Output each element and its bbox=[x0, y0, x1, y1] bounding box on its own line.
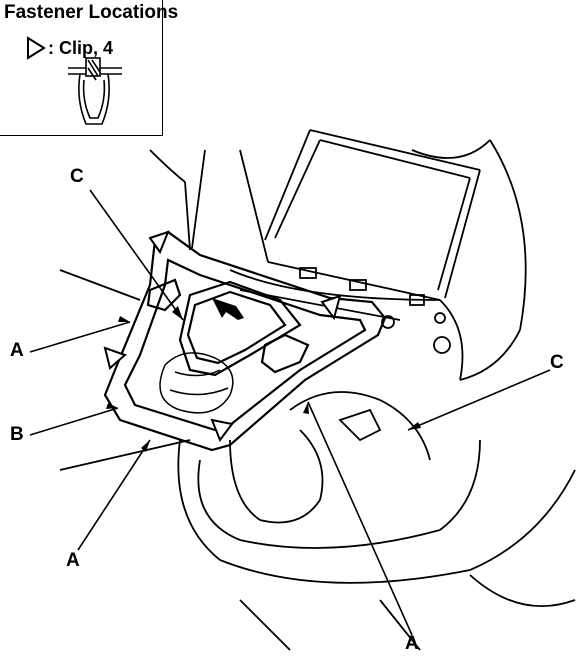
triangle-outline-icon bbox=[27, 36, 46, 60]
clip-markers bbox=[103, 230, 342, 443]
clip-triangle-icon bbox=[148, 230, 170, 255]
shift-boot bbox=[159, 352, 234, 414]
shift-arrow-icon bbox=[212, 298, 244, 320]
callout-b-left: B bbox=[10, 424, 24, 445]
callout-a-bottom: A bbox=[66, 550, 80, 571]
leader-lines bbox=[29, 189, 551, 636]
shift-panel-b bbox=[103, 230, 387, 452]
callout-a-bottom-right: A bbox=[405, 633, 419, 654]
clip-triangle-icon bbox=[103, 346, 127, 370]
callout-a-left: A bbox=[10, 340, 24, 361]
legend-text: : Clip, 4 bbox=[48, 38, 114, 58]
callout-c-right: C bbox=[550, 352, 564, 373]
console-housing bbox=[59, 129, 576, 651]
clip-illustration bbox=[68, 57, 122, 125]
page-title: Fastener Locations bbox=[4, 2, 179, 23]
clip-triangle-icon bbox=[210, 418, 234, 443]
clip-triangle-icon bbox=[320, 294, 342, 321]
legend-box bbox=[0, 0, 163, 136]
callout-c-top: C bbox=[70, 166, 84, 187]
leader-arrowheads bbox=[106, 306, 421, 452]
